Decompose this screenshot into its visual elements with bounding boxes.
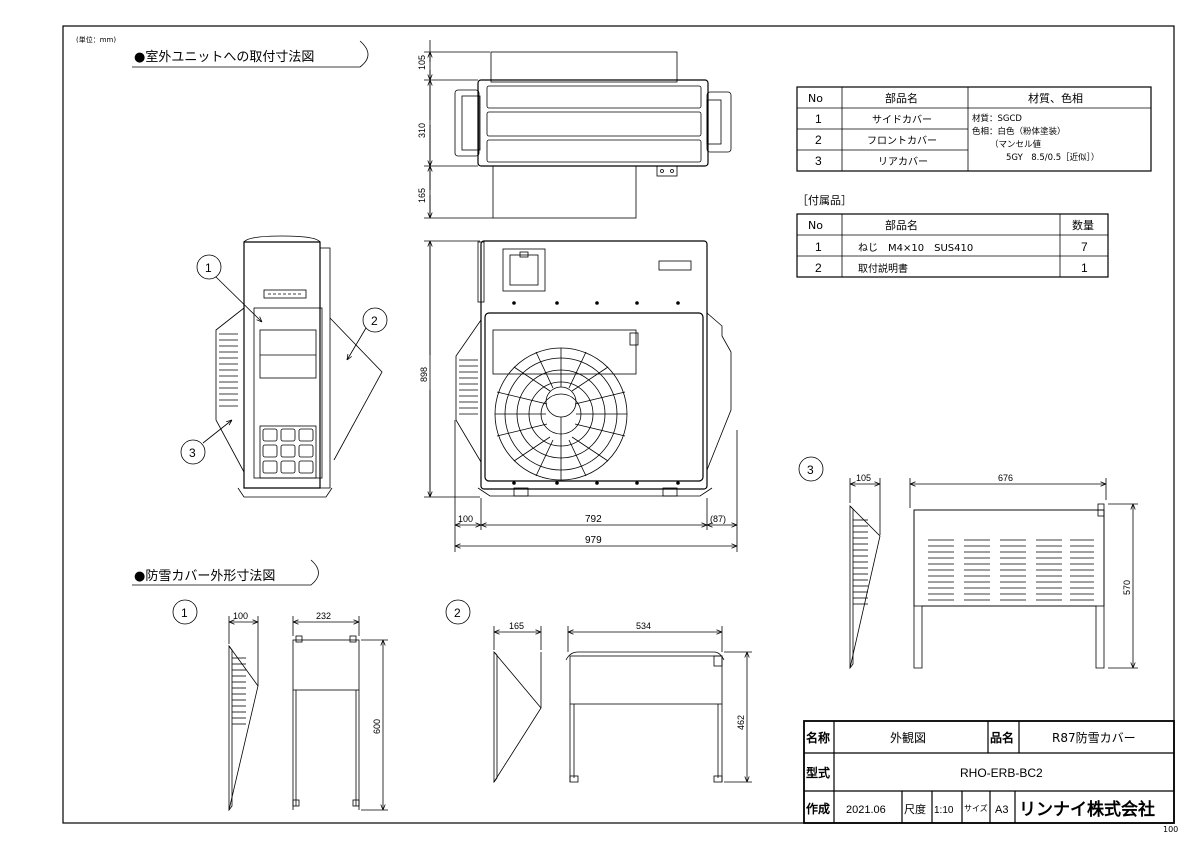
acc-row-no: 2 [815, 261, 822, 275]
parts-header-name: 部品名 [885, 91, 918, 105]
dim-label: 792 [585, 514, 602, 525]
rear-cover-side [215, 307, 245, 473]
dim-label: 100 [233, 611, 248, 621]
size-label: サイズ [964, 803, 988, 813]
callout-3 [180, 439, 206, 465]
section-title-cover: ●防雪カバー外形寸法図 [134, 568, 275, 584]
side-view: 1 2 3 [180, 235, 388, 498]
acc-row-name: ねじ M4×10 SUS410 [858, 242, 973, 254]
dim-label: 534 [636, 621, 651, 631]
callout-3-label: 3 [807, 463, 814, 477]
callout-1-label: 1 [205, 261, 212, 275]
dim-label: (87) [710, 514, 726, 524]
callout-2 [362, 307, 388, 333]
callout-1-label: 1 [181, 606, 188, 620]
scale-label: 尺度 [904, 802, 926, 816]
scale-value: 1:10 [934, 805, 954, 816]
parts-row-no: 3 [815, 154, 822, 168]
material-line: 材質：SGCD [972, 113, 1022, 124]
section-title-underline [132, 40, 369, 68]
made-label: 作成 [806, 801, 830, 816]
dim-label: 570 [1122, 580, 1132, 595]
unit-note: (単位：mm) [76, 35, 116, 44]
front-view: 898 100 792 (87) 979 [419, 240, 738, 552]
callout-3-label: 3 [189, 446, 196, 460]
section-title-install: ●室外ユニットへの取付寸法図 [134, 49, 314, 65]
material-line: （マンセル値 [990, 139, 1042, 150]
louver-band [486, 85, 702, 109]
parts-row-no: 2 [815, 133, 822, 147]
parts-header-material: 材質、色相 [1028, 91, 1083, 105]
product-value: R87防雪カバー [1052, 730, 1136, 745]
unit-plan-body [477, 79, 709, 167]
left-cover-plan [454, 89, 480, 157]
part1-view: 1 100 232 600 [172, 599, 388, 812]
model-value: RHO-ERB-BC2 [960, 766, 1043, 780]
parts-row-name: サイドカバー [872, 114, 932, 126]
acc-row-name: 取付説明書 [858, 262, 908, 275]
callout-3 [798, 456, 824, 482]
accessories-label: ［付属品］ [797, 194, 852, 207]
dim-label: 979 [585, 535, 602, 546]
acc-header-qty: 数量 [1072, 219, 1094, 232]
parts-table: No 部品名 材質、色相 1 サイドカバー 2 フロントカバー 3 リアカバー … [796, 86, 1152, 172]
callout-1 [196, 254, 222, 280]
title-block: 名称 外観図 品名 R87防雪カバー 型式 RHO-ERB-BC2 作成 202… [803, 720, 1175, 824]
dim-label: 462 [736, 715, 746, 730]
louver-band [486, 139, 702, 163]
section-title-underline [132, 559, 319, 586]
model-label: 型式 [806, 765, 830, 780]
left-cover-front [455, 319, 482, 463]
parts-header-no: No [808, 92, 823, 105]
parts-row-name: リアカバー [878, 156, 928, 168]
material-line: 5GY 8.5/0.5［近似］） [1006, 152, 1099, 163]
right-cover-plan [706, 91, 732, 153]
made-value: 2021.06 [846, 804, 886, 816]
side-cover [253, 307, 323, 479]
name-label: 名称 [806, 730, 830, 745]
callout-2-label: 2 [454, 606, 461, 620]
part2-view: 2 165 534 462 [445, 599, 752, 784]
acc-header-name: 部品名 [885, 218, 918, 232]
dim-label: 165 [417, 188, 427, 203]
company-name: リンナイ株式会社 [1019, 799, 1155, 820]
unit-side-body [243, 241, 321, 489]
acc-row-no: 1 [815, 240, 822, 254]
acc-header-no: No [808, 219, 823, 232]
corner-mark: 100 [1163, 825, 1178, 834]
accessories-table: ［付属品］ No 部品名 数量 1 ねじ M4×10 SUS410 7 2 取付… [796, 194, 1109, 278]
top-view: 105 310 165 [417, 40, 732, 219]
parts-row-name: フロントカバー [867, 135, 937, 147]
unit-front-body [480, 240, 708, 490]
callout-2-label: 2 [371, 314, 378, 328]
callout-1 [172, 599, 198, 625]
louver-band [486, 111, 702, 137]
size-value: A3 [995, 804, 1008, 816]
callout-2 [445, 599, 471, 625]
dim-label: 232 [316, 611, 331, 621]
right-cover-front [706, 312, 732, 471]
name-value: 外観図 [890, 731, 926, 745]
acc-row-qty: 1 [1081, 261, 1088, 275]
dim-label: 105 [417, 55, 427, 70]
rear-cover-front [484, 312, 704, 482]
product-label: 品名 [990, 730, 1014, 745]
unit-top-box [490, 51, 678, 83]
dim-label: 676 [998, 473, 1013, 483]
dim-label: 310 [417, 123, 427, 138]
dim-label: 898 [419, 367, 429, 382]
acc-row-qty: 7 [1081, 240, 1088, 254]
dim-label: 165 [509, 621, 524, 631]
part3-view: 3 105 [798, 456, 1138, 670]
dim-label: 105 [856, 473, 871, 483]
sheet-border [62, 25, 1175, 824]
front-cover-side [329, 317, 383, 461]
dim-label: 600 [372, 719, 382, 734]
parts-row-no: 1 [815, 112, 822, 126]
rear-cover-plan [492, 165, 637, 219]
material-line: 色相：白色（粉体塗装） [972, 126, 1066, 137]
dim-label: 100 [458, 514, 473, 524]
